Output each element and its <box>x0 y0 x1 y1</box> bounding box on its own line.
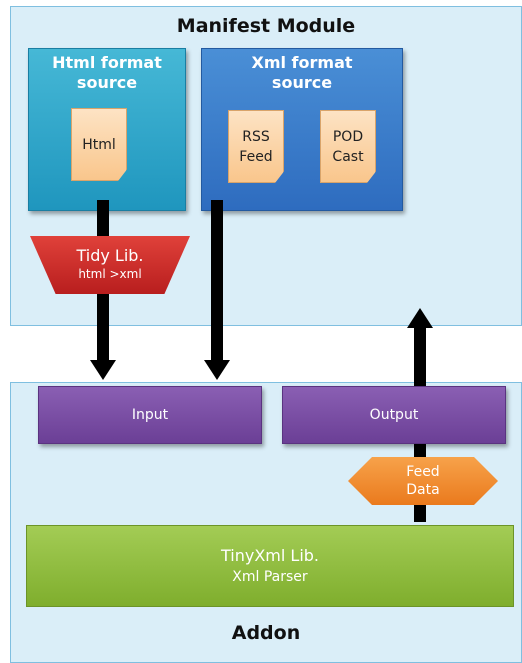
html-source-title: Html format source <box>52 53 162 92</box>
arrow-xml-to-input-shaft <box>211 200 223 362</box>
manifest-module-title: Manifest Module <box>176 15 356 37</box>
addon-title: Addon <box>231 622 301 644</box>
rss-feed-document-icon: RSS Feed <box>228 110 284 183</box>
feed-data-shape: Feed Data <box>348 457 498 505</box>
tinyxml-parser-box: TinyXml Lib. Xml Parser <box>26 525 514 607</box>
podcast-document-icon: POD Cast <box>320 110 376 183</box>
arrow-html-to-input-head <box>90 360 116 380</box>
html-document-icon: Html <box>71 108 127 181</box>
arrow-output-to-manifest-head <box>407 308 433 328</box>
tidy-lib-converter: Tidy Lib. html >xml <box>30 236 190 294</box>
input-box: Input <box>38 386 262 444</box>
arrow-xml-to-input-head <box>204 360 230 380</box>
xml-source-title: Xml format source <box>251 53 353 92</box>
output-box: Output <box>282 386 506 444</box>
